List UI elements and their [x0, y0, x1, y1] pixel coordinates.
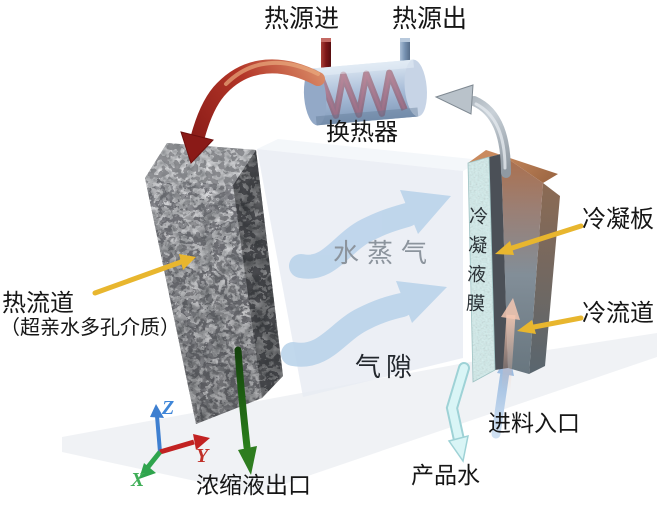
vapor-arrow-lower-head — [396, 281, 447, 323]
label-hot-channel: 热流道 — [2, 291, 74, 317]
label-cold-channel: 冷流道 — [582, 301, 654, 327]
label-hot-channel-note: （超亲水多孔介质） — [0, 317, 180, 339]
product-water-arrow — [445, 362, 470, 463]
label-concentrate-outlet: 浓缩液出口 — [196, 473, 311, 498]
label-condensate-film: 冷凝液膜 — [462, 205, 488, 323]
label-heat-source-in: 热源进 — [264, 6, 340, 33]
cold-flow-rising-arrow — [501, 298, 520, 391]
label-water-vapor: 水蒸气 — [333, 239, 436, 268]
concentrate-outlet-arrow — [234, 346, 257, 475]
heat-exchanger-ports — [321, 38, 410, 72]
z-axis — [155, 415, 162, 453]
coordinate-axes — [139, 404, 210, 479]
hot-channel-callout-arrow — [92, 254, 196, 296]
label-axis-y: Y — [196, 445, 209, 467]
z-axis-head — [150, 404, 164, 418]
hot-flow-curved-arrow — [180, 59, 325, 164]
water-vapor-arrows — [281, 190, 451, 367]
condensation-plate-callout-arrow — [495, 223, 584, 255]
label-axis-z: Z — [162, 397, 175, 419]
porous-block — [145, 143, 283, 424]
label-heat-exchanger: 换热器 — [326, 120, 398, 146]
vapor-arrow-upper-head — [400, 190, 451, 234]
hot-inlet-pipe-cap — [321, 38, 331, 42]
label-condensation-plate: 冷凝板 — [582, 207, 654, 233]
hot-outlet-pipe-cap — [400, 38, 410, 42]
label-product-water: 产品水 — [411, 463, 480, 488]
callout-arrows — [92, 223, 584, 334]
label-air-gap: 气隙 — [355, 353, 418, 382]
x-axis-head — [139, 463, 156, 479]
hot-inlet-pipe — [321, 38, 331, 70]
hot-outlet-pipe — [400, 38, 410, 72]
y-axis — [159, 439, 195, 455]
condenser-top-face — [468, 150, 558, 183]
cold-channel-callout-arrow — [517, 315, 584, 334]
heat-exchanger-body — [303, 59, 427, 126]
label-heat-source-out: 热源出 — [392, 6, 468, 33]
label-feed-inlet: 进料入口 — [488, 411, 580, 436]
vapor-arrow-lower — [281, 293, 414, 367]
label-axis-x: X — [131, 469, 145, 491]
cylinder-right-cap — [404, 59, 427, 117]
vapor-arrow-upper — [289, 203, 419, 279]
x-axis — [146, 450, 162, 469]
y-axis-head — [193, 434, 210, 450]
cold-return-curved-arrow — [434, 84, 511, 178]
